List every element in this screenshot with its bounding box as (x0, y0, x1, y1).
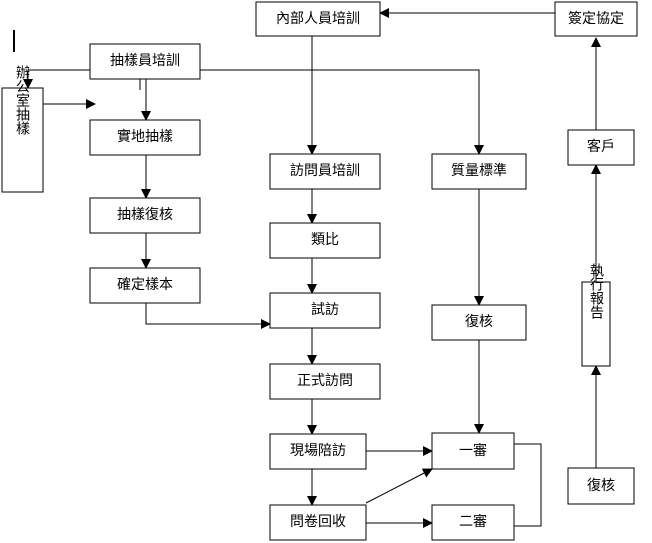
node-sample-check: 抽樣復核 (89, 197, 201, 234)
node-confirm-sample: 確定樣本 (89, 267, 201, 304)
node-label: 試訪 (311, 302, 339, 318)
node-sign-agreement: 簽定協定 (554, 1, 638, 37)
node-label: 辦公室抽樣 (14, 65, 30, 135)
node-second-review: 二審 (431, 504, 515, 541)
edge-sampler-training-to-quality-standard (200, 69, 484, 155)
node-analogy: 類比 (269, 222, 381, 259)
node-label: 抽樣復核 (117, 206, 173, 223)
node-internal-training: 內部人員培訓 (255, 1, 381, 37)
node-label: 客戶 (587, 138, 615, 155)
node-questionnaire-collection: 問卷回收 (269, 504, 367, 541)
edge-confirm-to-trial (145, 303, 271, 329)
node-trial-interview: 試訪 (269, 292, 381, 329)
node-formal-interview: 正式訪問 (269, 363, 381, 400)
node-review-mid: 復核 (431, 304, 527, 341)
edge-first-second-bracket (514, 443, 542, 527)
node-label: 問卷回收 (290, 514, 346, 530)
node-first-review: 一審 (431, 432, 515, 470)
node-label: 一審 (459, 443, 487, 459)
node-review-right: 復核 (567, 467, 635, 505)
node-execution-report: 執行報告 (581, 263, 611, 367)
node-label: 訪問員培訓 (290, 163, 360, 179)
node-interviewer-training: 訪問員培訓 (269, 153, 381, 190)
node-label: 二審 (459, 514, 487, 530)
node-field-sampling: 實地抽樣 (89, 119, 201, 156)
node-quality-standard: 質量標準 (431, 153, 527, 190)
node-client: 客戶 (567, 129, 635, 166)
node-label: 正式訪問 (297, 373, 353, 389)
node-label: 類比 (311, 232, 339, 248)
edge-sampler-training-to-office-sampling (23, 69, 90, 89)
edges (23, 8, 601, 528)
node-label: 簽定協定 (568, 10, 624, 27)
node-label: 復核 (465, 313, 493, 330)
node-label: 實地抽樣 (117, 128, 173, 145)
node-label: 質量標準 (451, 163, 507, 179)
edge-collection-to-first-review (365, 468, 433, 504)
node-label: 現場陪訪 (290, 443, 346, 459)
node-office-sampling: 辦公室抽樣 (1, 65, 44, 193)
node-label: 執行報告 (588, 263, 604, 319)
node-sampler-training: 抽樣員培訓 (89, 43, 201, 80)
node-label: 確定樣本 (117, 276, 173, 293)
node-label: 內部人員培訓 (276, 11, 360, 27)
node-label: 復核 (587, 477, 615, 494)
node-label: 抽樣員培訓 (110, 52, 180, 69)
node-onsite-accompany: 現場陪訪 (269, 433, 367, 470)
